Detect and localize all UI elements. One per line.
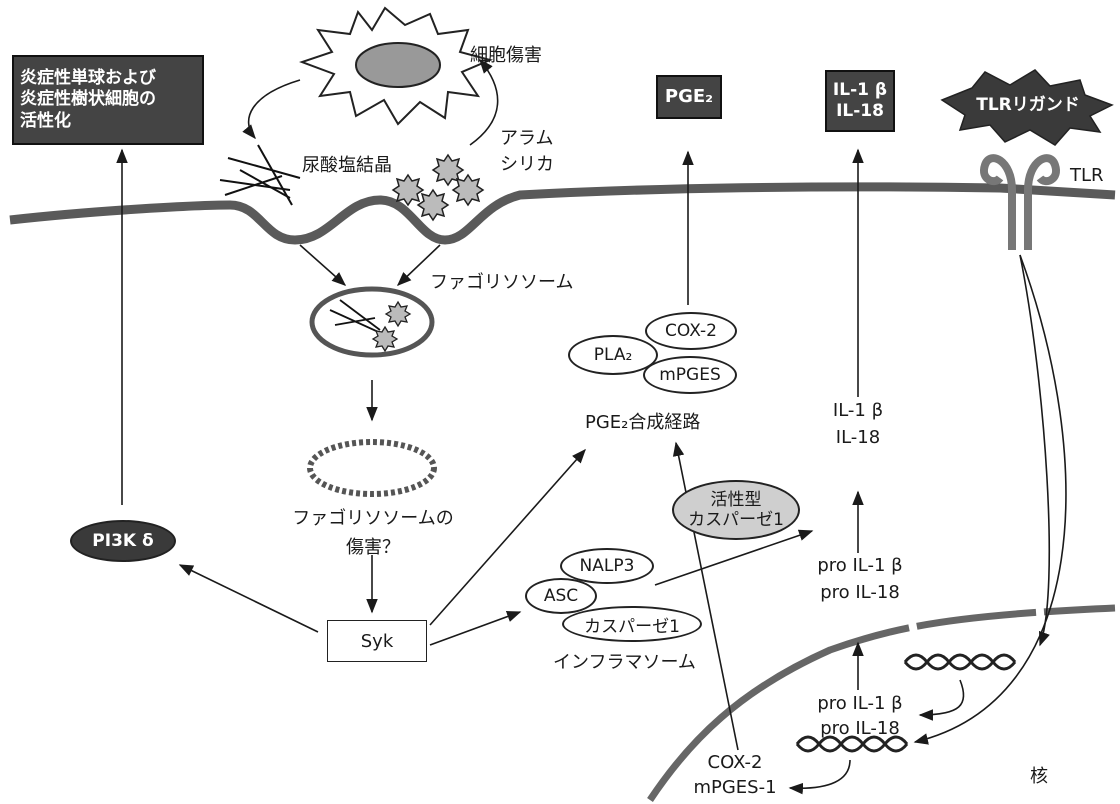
- arrow-lowerdna-to-cox2: [788, 759, 851, 795]
- activation-box: 炎症性単球および 炎症性樹状細胞の 活性化: [12, 55, 204, 145]
- asc-node: ASC: [525, 578, 597, 614]
- syk-box: Syk: [327, 620, 427, 662]
- phagolysosome-label: ファゴリソソーム: [430, 272, 574, 293]
- arrows: [116, 58, 1067, 795]
- pro-il1b-lower: pro IL-1 β: [817, 693, 903, 714]
- pi3k-node: PI3K δ: [70, 520, 176, 562]
- pla2-node: PLA₂: [568, 335, 658, 375]
- activation-line-1: 炎症性単球および: [20, 68, 156, 89]
- alum-silica-particles: [391, 153, 485, 222]
- pge2-pathway-label: PGE₂合成経路: [585, 412, 701, 433]
- il1b-mid: IL-1 β: [832, 400, 884, 421]
- arrow-crystal-to-phago: [299, 244, 347, 286]
- cox2-node-label: COX-2: [665, 321, 717, 341]
- phagolysosome-damage-label: ファゴリソソームの 傷害？: [268, 508, 478, 559]
- arrow-syk-to-inflammasome: [429, 611, 522, 646]
- alum-label: アラム: [500, 128, 554, 149]
- cox2-node: COX-2: [645, 312, 737, 350]
- caspase1-node: カスパーゼ1: [562, 606, 702, 642]
- arrow-tlr-to-upper-dna: [1019, 254, 1051, 647]
- tlr-receptor: [980, 154, 1060, 250]
- nalp3-node: NALP3: [560, 548, 654, 584]
- nalp3-node-label: NALP3: [579, 556, 635, 576]
- pro-il18-lower: pro IL-18: [820, 717, 900, 739]
- pro-lower-label: pro IL-1 β pro IL-18: [800, 693, 920, 740]
- arrow-inflammasome-to-pro: [654, 529, 814, 586]
- mpges-node: mPGES: [643, 356, 737, 394]
- mpges1-nuc: mPGES-1: [693, 776, 777, 798]
- silica-label: シリカ: [500, 154, 554, 175]
- arrow-upperdna-to-nucpro: [918, 679, 965, 721]
- tlr-label: TLR: [1070, 165, 1104, 186]
- inflammasome-label: インフラマソーム: [553, 652, 696, 673]
- il18-box-label: IL-18: [836, 101, 884, 121]
- dna-helix-lower: [795, 735, 909, 753]
- tlr-ligand-burst: [940, 69, 1114, 146]
- asc-node-label: ASC: [543, 586, 579, 606]
- caspase1-node-label: カスパーゼ1: [584, 616, 680, 637]
- arrow-burst-to-crystal: [242, 79, 301, 140]
- active-caspase-line-1: 活性型: [710, 489, 762, 510]
- urate-crystal-needles: [219, 144, 301, 206]
- phagolysosome-damage-line-2: 傷害？: [346, 536, 400, 558]
- pro-il18-upper: pro IL-18: [820, 581, 900, 603]
- cell-membrane: [9, 182, 1116, 245]
- arrow-syk-to-pi3k: [178, 564, 319, 633]
- il-box: IL-1 β IL-18: [825, 70, 895, 132]
- active-caspase-line-2: カスパーゼ1: [688, 510, 784, 530]
- phagolysosome-damage-line-1: ファゴリソソームの: [292, 508, 454, 529]
- cox2-nuc: COX-2: [707, 752, 763, 773]
- il-mid-label: IL-1 β IL-18: [815, 400, 901, 449]
- arrow-alum-to-phago: [396, 244, 441, 286]
- arrow-silica-to-cytotoxicity: [469, 58, 499, 146]
- nucleus-enzymes-label: COX-2 mPGES-1: [680, 752, 790, 799]
- nucleus-membrane: [647, 604, 1116, 802]
- pge2-box-label: PGE₂: [664, 85, 714, 107]
- pla2-node-label: PLA₂: [593, 345, 633, 365]
- syk-label: Syk: [360, 630, 394, 652]
- dna-helix-upper: [903, 653, 1017, 671]
- il1b-box-label: IL-1 β: [832, 79, 888, 100]
- phagolysosome: [309, 286, 435, 358]
- cytotoxicity-label: 細胞傷害: [470, 45, 542, 66]
- nucleus-label: 核: [1030, 766, 1048, 787]
- activation-line-2: 炎症性樹状細胞の: [20, 89, 156, 110]
- tlr-ligand-label: TLRリガンド: [976, 95, 1080, 115]
- arrow-syk-to-pge2pathway: [429, 448, 586, 626]
- arrow-tlr-to-lower-dna: [913, 254, 1067, 745]
- urate-crystal-label: 尿酸塩結晶: [302, 155, 392, 176]
- mpges-node-label: mPGES: [659, 365, 721, 385]
- il18-mid: IL-18: [835, 426, 881, 448]
- damaged-cell-burst: [299, 6, 494, 126]
- pro-il1b-upper: pro IL-1 β: [817, 555, 903, 576]
- active-caspase-node: 活性型 カスパーゼ1: [672, 480, 800, 540]
- pge2-box: PGE₂: [656, 75, 722, 119]
- pi3k-node-label: PI3K δ: [92, 531, 154, 551]
- pro-upper-label: pro IL-1 β pro IL-18: [800, 555, 920, 604]
- activation-line-3: 活性化: [20, 110, 71, 131]
- damaged-phagolysosome: [307, 439, 437, 497]
